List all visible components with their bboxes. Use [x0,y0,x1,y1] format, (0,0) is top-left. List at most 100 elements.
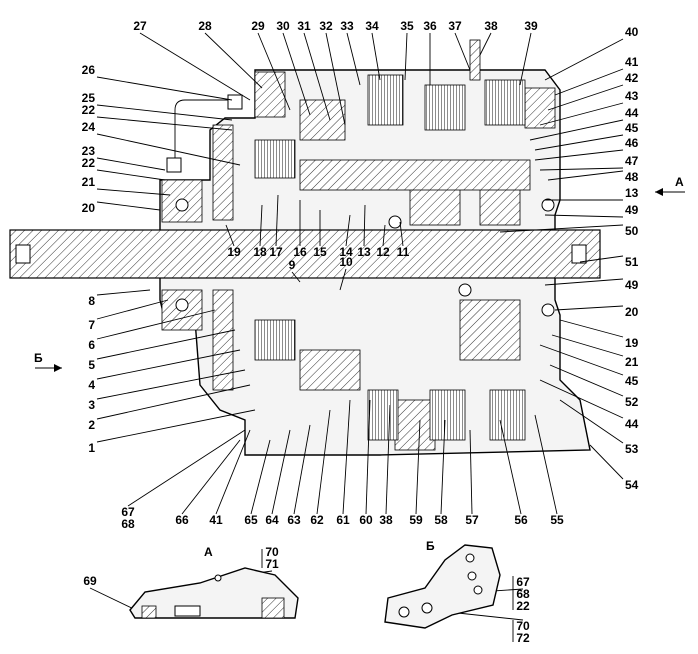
top-lever [469,39,481,81]
callout-bottom-9: 60 [359,513,373,527]
callout-inner-5: 14 [339,245,353,259]
leader-inner-7 [382,224,386,247]
callout-left-15: 1 [88,441,95,455]
bearing-ball [541,303,555,317]
leader-bottom-14 [499,419,522,515]
view-arrow-left-label: Б [34,351,43,365]
inset-b-hole [473,585,483,595]
callout-bottom-8: 61 [336,513,350,527]
callout-bottom-12: 58 [434,513,448,527]
callout-right-5: 45 [625,121,639,135]
callout-inset-a-0: 70 [265,545,279,559]
callout-inset-b-0: 67 [516,575,530,589]
callout-left-4: 23 [82,144,96,158]
leader-right-3 [539,102,624,126]
leader-left-0 [96,76,233,101]
callout-right-9: 13 [625,186,639,200]
callout-inner-10: 10 [339,255,353,269]
view-arrow-right-head [655,188,663,196]
callout-bottom-14: 56 [514,513,528,527]
callout-top-7: 34 [365,19,379,33]
leader-right-13 [544,278,624,286]
leader-bottom-15 [534,414,558,515]
leader-inner-5 [345,214,351,247]
leader-top-2 [257,32,291,111]
callout-left-13: 3 [88,398,95,412]
callout-right-2: 42 [625,71,639,85]
leader-bottom-12 [440,419,446,515]
leader-right-4 [529,119,624,141]
bearing-ball [175,198,189,212]
leader-right-7 [539,167,624,171]
leader-left-12 [96,349,241,380]
main-shaft [9,229,601,279]
leader-top-1 [204,32,263,89]
inset-a-title: А [204,545,213,559]
callout-right-10: 49 [625,203,639,217]
callout-top-2: 29 [251,19,265,33]
leader-left-5 [96,169,166,181]
callout-right-20: 53 [625,442,639,456]
leader-bottom-13 [469,429,473,515]
oil-pipe [174,99,235,165]
callout-left-8: 8 [88,294,95,308]
callout-inset-b-2: 22 [516,599,530,613]
callout-top-1: 28 [198,19,212,33]
leader-bottom-0 [127,429,246,507]
leader-left-1 [96,104,233,121]
leader-right-16 [551,334,624,357]
leader-right-20 [559,399,624,444]
leader-top-11 [479,32,492,56]
disc-pack-3 [424,84,466,131]
callout-right-14: 20 [625,305,639,319]
callout-right-17: 45 [625,374,639,388]
inset-a: А [129,545,299,619]
inset-b-title: Б [426,539,435,553]
callout-bottom-6: 63 [287,513,301,527]
leader-right-10 [544,214,624,218]
callout-left-5: 22 [82,156,96,170]
leader-right-2 [547,84,624,111]
callout-top-0: 27 [133,19,147,33]
callout-left-2: 22 [82,103,96,117]
callout-left-0: 26 [82,63,96,77]
callout-left-6: 21 [82,175,96,189]
inset-b-hole [398,606,410,618]
callout-bottom-7: 62 [310,513,324,527]
leader-bottom-2 [181,439,241,515]
leader-bottom-10 [385,404,391,515]
leader-inner-9 [291,271,301,283]
callout-inner-0: 19 [227,245,241,259]
disc-pack-1 [254,139,296,179]
leader-inner-6 [363,204,366,247]
gear-block-bottom [459,299,521,361]
leader-right-8 [547,170,624,181]
leader-left-14 [96,384,251,420]
leader-right-12 [579,255,624,263]
leader-bottom-3 [215,429,251,515]
callout-left-10: 6 [88,338,95,352]
disc-pack-6 [367,389,399,441]
disc-pack-4 [484,79,526,126]
callout-bottom-1: 68 [121,517,135,531]
callout-left-12: 4 [88,378,95,392]
callout-bottom-13: 57 [465,513,479,527]
callout-top-6: 33 [340,19,354,33]
callout-right-19: 44 [625,417,639,431]
leader-top-8 [404,32,408,81]
leader-left-3 [96,133,241,166]
inset-a-hole [214,574,222,582]
leader-left-9 [96,299,169,320]
leader-inner-8 [399,221,404,247]
callout-right-13: 49 [625,278,639,292]
callout-right-1: 41 [625,55,639,69]
leader-left-10 [96,309,216,340]
callout-right-12: 51 [625,255,639,269]
inset-b-body [384,544,501,629]
leader-right-21 [589,444,624,480]
leader-top-0 [139,32,251,101]
callout-bottom-5: 64 [265,513,279,527]
callout-right-16: 21 [625,355,639,369]
leader-right-1 [554,68,624,96]
